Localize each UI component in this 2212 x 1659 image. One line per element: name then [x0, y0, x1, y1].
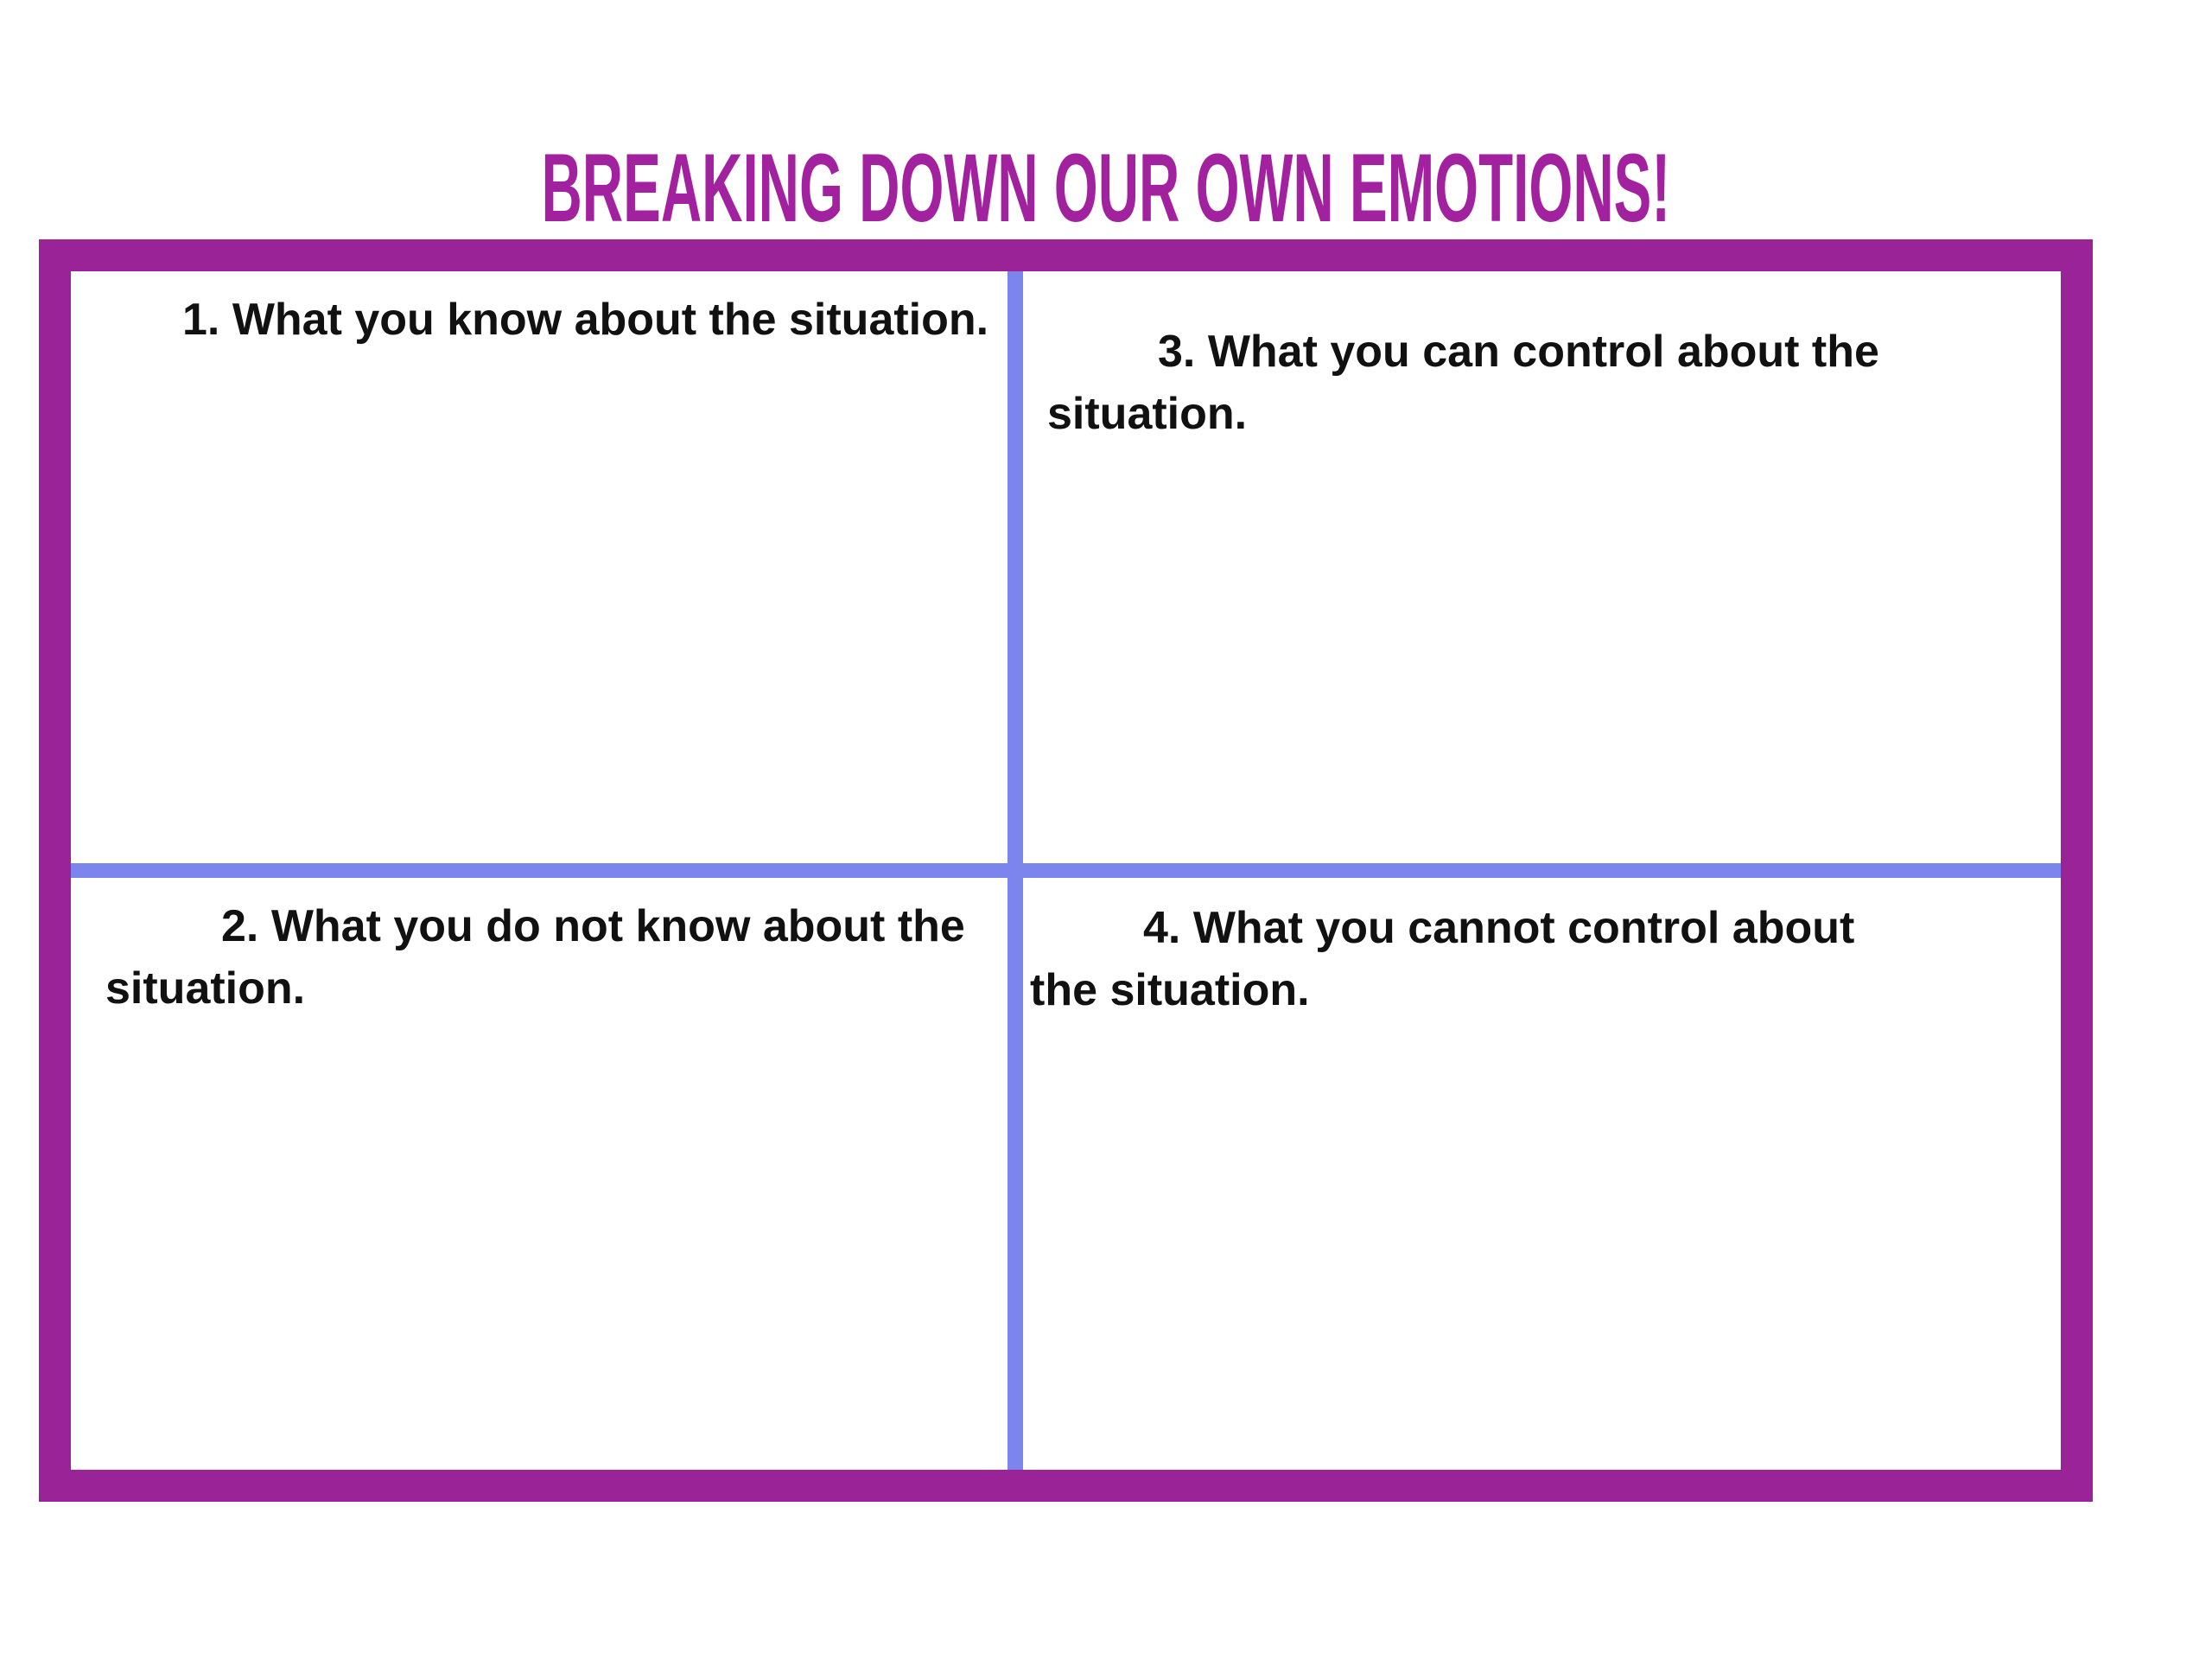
- quadrant-4-label: 4. What you cannot control about the sit…: [1030, 897, 1894, 1021]
- quadrant-4-label-line2: the situation.: [1030, 965, 1310, 1015]
- quadrant-2-label-line1: 2. What you do not know about the: [221, 901, 965, 951]
- quadrant-1-label: 1. What you know about the situation.: [72, 289, 1008, 351]
- quadrant-1-cell: 1. What you know about the situation.: [71, 271, 1007, 863]
- page-title-text: BREAKING DOWN OUR OWN EMOTIONS!: [541, 134, 1671, 242]
- quadrant-3-label-line1: 3. What you can control about the: [1158, 327, 1879, 377]
- quadrant-2-label: 2. What you do not know about the situat…: [105, 895, 1004, 1020]
- quadrant-frame-border: [39, 239, 2093, 1502]
- horizontal-divider-line: [71, 863, 2061, 878]
- quadrant-4-label-line1: 4. What you cannot control about: [1143, 903, 1855, 953]
- quadrant-1-label-line1: 1. What you know about the situation.: [182, 295, 989, 345]
- quadrant-3-label: 3. What you can control about the situat…: [1047, 321, 2060, 445]
- quadrant-3-label-line2: situation.: [1047, 389, 1248, 439]
- quadrant-3-cell: 3. What you can control about the situat…: [1023, 271, 2061, 863]
- quadrant-2-label-line2: situation.: [105, 963, 306, 1014]
- quadrant-4-cell: 4. What you cannot control about the sit…: [1023, 878, 2061, 1469]
- page-title: BREAKING DOWN OUR OWN EMOTIONS!: [0, 140, 2212, 237]
- quadrant-2-cell: 2. What you do not know about the situat…: [71, 878, 1007, 1469]
